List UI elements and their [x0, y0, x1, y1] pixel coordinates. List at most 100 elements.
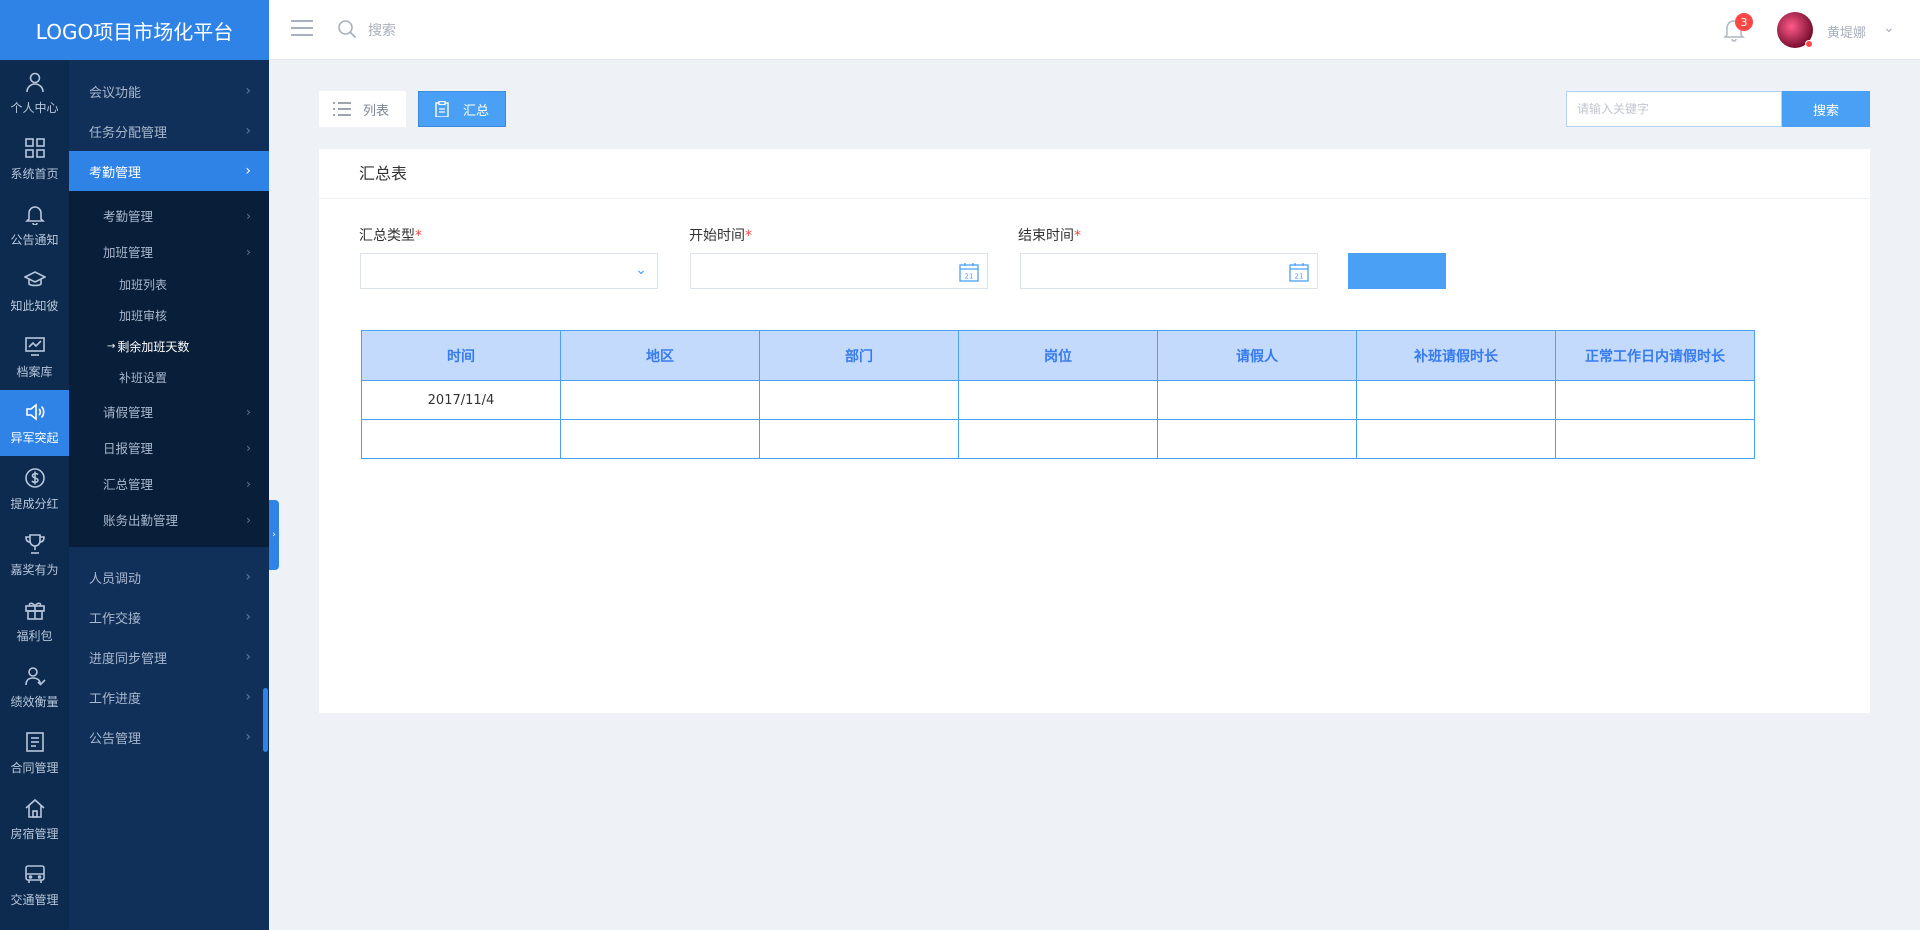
submenu-item-makeup-settings[interactable]: 补班设置 — [119, 371, 168, 385]
calendar-icon[interactable]: 21 — [1289, 262, 1309, 282]
table-header-cell: 地区 — [560, 330, 760, 381]
rail-item-9[interactable]: 绩效衡量 — [0, 654, 69, 720]
menu-item-bottom-0[interactable]: 人员调动 › — [69, 557, 269, 597]
menu-item-label: 公告管理 — [89, 731, 142, 747]
submenu-item-attendance[interactable]: 考勤管理 › — [69, 197, 269, 233]
menu-item-meeting[interactable]: 会议功能› — [69, 71, 269, 111]
table-cell — [560, 419, 760, 459]
table-cell — [1157, 380, 1357, 420]
rail-item-10[interactable]: 合同管理 — [0, 720, 69, 786]
sidebar-collapse-toggle[interactable]: › — [269, 500, 279, 570]
calendar-icon[interactable]: 21 — [959, 262, 979, 282]
rail-item-0[interactable]: 个人中心 — [0, 60, 69, 126]
table-cell — [958, 419, 1158, 459]
header-search-placeholder[interactable]: 搜索 — [368, 23, 396, 39]
submenu-item-overtime-review[interactable]: 加班审核 — [119, 309, 168, 323]
tab-summary[interactable]: 汇总 — [418, 91, 506, 127]
rail-item-label: 绩效衡量 — [10, 694, 59, 709]
submenu-item-finance-attendance[interactable]: 账务出勤管理› — [69, 501, 269, 537]
table-cell — [361, 419, 561, 459]
rail-item-11[interactable]: 房宿管理 — [0, 786, 69, 852]
table-header-cell: 补班请假时长 — [1356, 330, 1556, 381]
chevron-down-icon[interactable]: ⌄ — [1883, 20, 1895, 36]
menu-item-bottom-2[interactable]: 进度同步管理› — [69, 637, 269, 677]
submenu-item-leave[interactable]: 请假管理› — [69, 393, 269, 429]
summary-type-select[interactable]: ⌄ — [360, 253, 658, 289]
table-header-cell: 时间 — [361, 330, 561, 381]
menu-item-attendance[interactable]: 考勤管理› — [69, 151, 269, 191]
table-cell — [560, 380, 760, 420]
end-time-input[interactable]: 21 — [1020, 253, 1318, 289]
search-icon[interactable] — [337, 19, 357, 39]
grid-icon — [24, 137, 46, 159]
rail-item-2[interactable]: 公告通知 — [0, 192, 69, 258]
icon-rail: 个人中心系统首页公告通知知此知彼档案库异军突起提成分红嘉奖有为福利包绩效衡量合同… — [0, 60, 69, 930]
notification-badge: 3 — [1735, 13, 1753, 31]
username[interactable]: 黄堤娜 — [1827, 26, 1867, 41]
rail-item-label: 异军突起 — [10, 430, 59, 445]
start-time-input[interactable]: 21 — [690, 253, 988, 289]
table-cell: 2017/11/4 — [361, 380, 561, 420]
table-row — [361, 419, 1755, 459]
table-cell — [1157, 419, 1357, 459]
submenu-item-summary[interactable]: 汇总管理› — [69, 465, 269, 501]
rail-item-5[interactable]: 异军突起 — [0, 390, 69, 456]
keyword-search-input[interactable] — [1566, 91, 1782, 127]
menu-item-label: 人员调动 — [89, 571, 142, 587]
submenu-item-label: 请假管理 — [103, 404, 154, 420]
svg-text:21: 21 — [1295, 273, 1304, 281]
menu-item-bottom-1[interactable]: 工作交接› — [69, 597, 269, 637]
tab-list[interactable]: 列表 — [319, 91, 406, 127]
graduation-cap-icon — [22, 269, 47, 291]
rail-item-12[interactable]: 交通管理 — [0, 852, 69, 918]
table-cell — [1356, 380, 1556, 420]
table-cell — [1555, 419, 1755, 459]
submenu-item-label: 考勤管理 — [103, 208, 154, 224]
menu-item-label: 会议功能 — [89, 85, 142, 101]
chevron-right-icon: › — [245, 649, 251, 665]
menu-item-label: 任务分配管理 — [89, 125, 168, 141]
submenu-item-overtime[interactable]: 加班管理› — [69, 233, 269, 269]
summary-type-label: 汇总类型* — [359, 228, 422, 244]
chevron-down-icon: ⌄ — [635, 262, 647, 278]
top-header: 搜索 3 黄堤娜 ⌄ — [269, 0, 1920, 60]
keyword-search-button[interactable]: 搜索 — [1782, 91, 1870, 127]
rail-item-1[interactable]: 系统首页 — [0, 126, 69, 192]
user-icon — [24, 71, 46, 93]
chevron-right-icon: › — [246, 207, 251, 223]
rail-item-label: 交通管理 — [10, 892, 59, 907]
menu-item-bottom-3[interactable]: 工作进度› — [69, 677, 269, 717]
start-time-label: 开始时间* — [689, 228, 752, 244]
chevron-right-icon: › — [245, 569, 251, 585]
rail-item-3[interactable]: 知此知彼 — [0, 258, 69, 324]
submenu-item-overtime-list[interactable]: 加班列表 — [119, 278, 168, 292]
menu-item-task[interactable]: 任务分配管理› — [69, 111, 269, 151]
submenu-item-daily-report[interactable]: 日报管理› — [69, 429, 269, 465]
chevron-right-icon: › — [246, 243, 251, 259]
query-button[interactable] — [1348, 253, 1446, 289]
app-logo[interactable]: LOGO项目市场化平台 — [0, 0, 269, 60]
submenu-item-label: 日报管理 — [103, 440, 154, 456]
trophy-icon — [24, 533, 46, 555]
table-header-cell: 部门 — [759, 330, 959, 381]
table-row: 2017/11/4 — [361, 380, 1755, 420]
rail-item-6[interactable]: 提成分红 — [0, 456, 69, 522]
rail-item-8[interactable]: 福利包 — [0, 588, 69, 654]
clipboard-icon — [435, 101, 449, 117]
table-header-cell: 正常工作日内请假时长 — [1555, 330, 1755, 381]
list-icon — [333, 102, 351, 116]
rail-item-4[interactable]: 档案库 — [0, 324, 69, 390]
table-cell — [958, 380, 1158, 420]
tab-label: 列表 — [363, 103, 390, 119]
rail-item-7[interactable]: 嘉奖有为 — [0, 522, 69, 588]
summary-panel: 汇总表 汇总类型* ⌄ 开始时间* 21 结束时间* 21 时间地区部门岗位请假… — [319, 149, 1870, 713]
chart-monitor-icon — [24, 335, 46, 357]
bell-icon — [24, 203, 46, 226]
menu-item-label: 工作交接 — [89, 611, 142, 627]
hamburger-menu-icon[interactable] — [291, 20, 313, 38]
menu-item-bottom-4[interactable]: 公告管理› — [69, 717, 269, 757]
submenu-item-remaining-overtime[interactable]: 剩余加班天数 — [69, 331, 269, 362]
sidebar-scrollbar[interactable] — [263, 688, 268, 752]
table-cell — [1555, 380, 1755, 420]
view-tabs: 列表 汇总 — [319, 91, 506, 127]
